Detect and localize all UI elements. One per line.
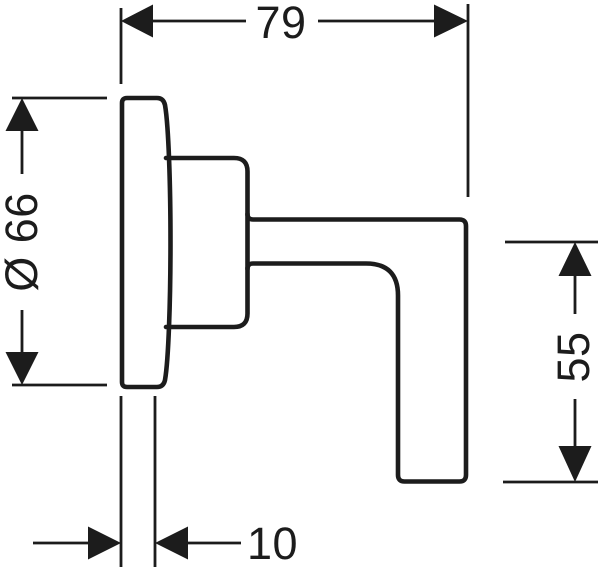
dimension-overall-depth: 79 xyxy=(119,0,470,197)
arrowhead-down-icon xyxy=(558,446,592,482)
part-outline xyxy=(119,95,469,484)
dimension-value: 79 xyxy=(255,0,306,48)
arrowhead-up-icon xyxy=(5,98,39,131)
dimension-value: 10 xyxy=(247,518,298,569)
dimension-lever-drop: 55 xyxy=(503,240,599,484)
lever-handle xyxy=(245,211,469,484)
escutcheon-profile xyxy=(119,95,173,390)
arrowhead-up-icon xyxy=(558,242,592,276)
dimension-value: 55 xyxy=(548,331,599,382)
dimension-escutcheon-diameter: Ø 66 xyxy=(0,96,107,387)
arrowhead-down-icon xyxy=(5,352,39,385)
cartridge-hub xyxy=(163,155,250,330)
arrowhead-right-icon xyxy=(434,4,468,38)
arrowhead-right-icon xyxy=(88,526,121,560)
dimension-escutcheon-depth: 10 xyxy=(33,396,298,569)
dimension-value: Ø 66 xyxy=(0,192,47,292)
arrowhead-left-icon xyxy=(155,526,188,560)
arrowhead-left-icon xyxy=(121,4,153,38)
